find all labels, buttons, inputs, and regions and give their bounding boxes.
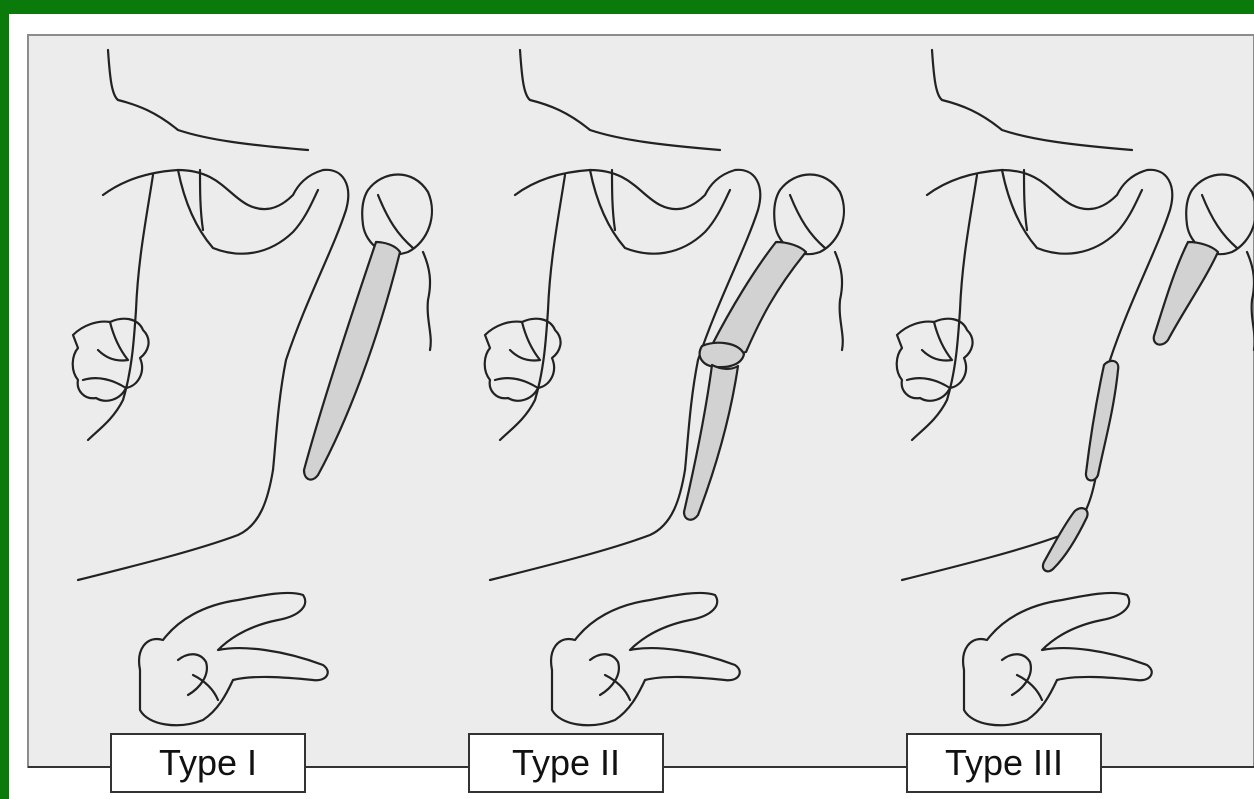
label-type-ii: Type II bbox=[468, 733, 664, 793]
label-type-i-text: Type I bbox=[159, 742, 257, 784]
label-type-i: Type I bbox=[110, 733, 306, 793]
label-type-iii-text: Type III bbox=[945, 742, 1063, 784]
label-type-ii-text: Type II bbox=[512, 742, 620, 784]
label-type-iii: Type III bbox=[906, 733, 1102, 793]
